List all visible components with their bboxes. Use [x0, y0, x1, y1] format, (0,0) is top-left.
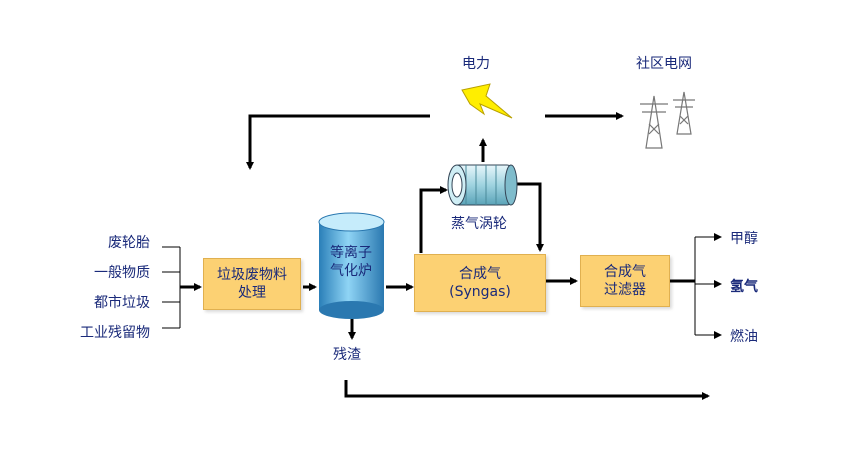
gasifier-line1: 等离子 — [330, 245, 372, 261]
syngas-line1: 合成气 — [459, 266, 501, 282]
arrow-bottom — [344, 380, 710, 400]
turbine-label: 蒸气涡轮 — [451, 216, 507, 232]
waste-processing-line2: 处理 — [238, 285, 266, 301]
grid-label: 社区电网 — [636, 56, 692, 72]
input-municipal-waste: 都市垃圾 — [94, 295, 150, 311]
input-industrial-residue: 工业残留物 — [80, 325, 150, 341]
output-methanol: 甲醇 — [730, 231, 758, 247]
arrow-to-turbine — [419, 186, 448, 253]
input-waste-tires: 废轮胎 — [108, 235, 150, 251]
gasifier-label: 等离子 气化炉 — [319, 244, 383, 280]
output-hydrogen: 氢气 — [730, 279, 758, 295]
gasifier-line2: 气化炉 — [330, 263, 372, 279]
residue-label: 残渣 — [333, 347, 361, 363]
arrow-power-feedback — [246, 114, 430, 170]
input-bracket — [162, 246, 181, 329]
gasifier-cylinder — [318, 212, 385, 319]
arrow-turbine-to-syngas — [512, 182, 544, 252]
syngas-filter-box: 合成气 过滤器 — [580, 255, 670, 307]
waste-processing-line1: 垃圾废物料 — [217, 267, 287, 283]
power-tower-icon — [640, 91, 695, 149]
filter-line2: 过滤器 — [604, 282, 646, 298]
filter-line1: 合成气 — [604, 264, 646, 280]
syngas-box: 合成气 (Syngas) — [414, 254, 546, 312]
output-fuel-oil: 燃油 — [730, 329, 758, 345]
lightning-icon — [461, 83, 513, 119]
steam-turbine-icon — [447, 164, 518, 206]
input-general-materials: 一般物质 — [94, 265, 150, 281]
waste-processing-box: 垃圾废物料 处理 — [203, 258, 301, 310]
power-label: 电力 — [462, 56, 490, 72]
syngas-line2: (Syngas) — [449, 284, 511, 300]
